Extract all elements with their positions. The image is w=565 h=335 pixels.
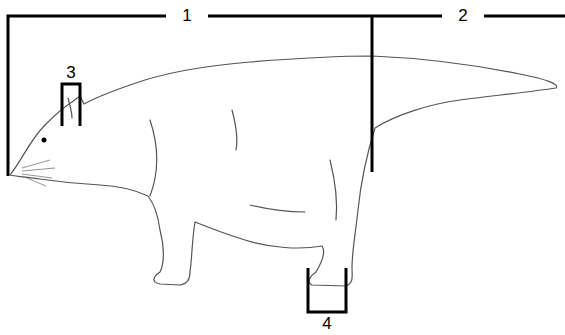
- foot-bracket: [308, 268, 346, 312]
- callout-number: 3: [64, 64, 77, 82]
- measure-brackets: [8, 16, 565, 312]
- whiskers: [22, 160, 55, 186]
- divider-line: [371, 16, 374, 172]
- length-bracket: [8, 16, 565, 176]
- animal-outline: [10, 56, 557, 286]
- ear-bracket: [62, 84, 80, 126]
- callout-number: 1: [166, 7, 207, 25]
- animal-eye: [42, 138, 47, 143]
- callout-number: 2: [442, 7, 483, 25]
- callout-number: 4: [320, 315, 333, 333]
